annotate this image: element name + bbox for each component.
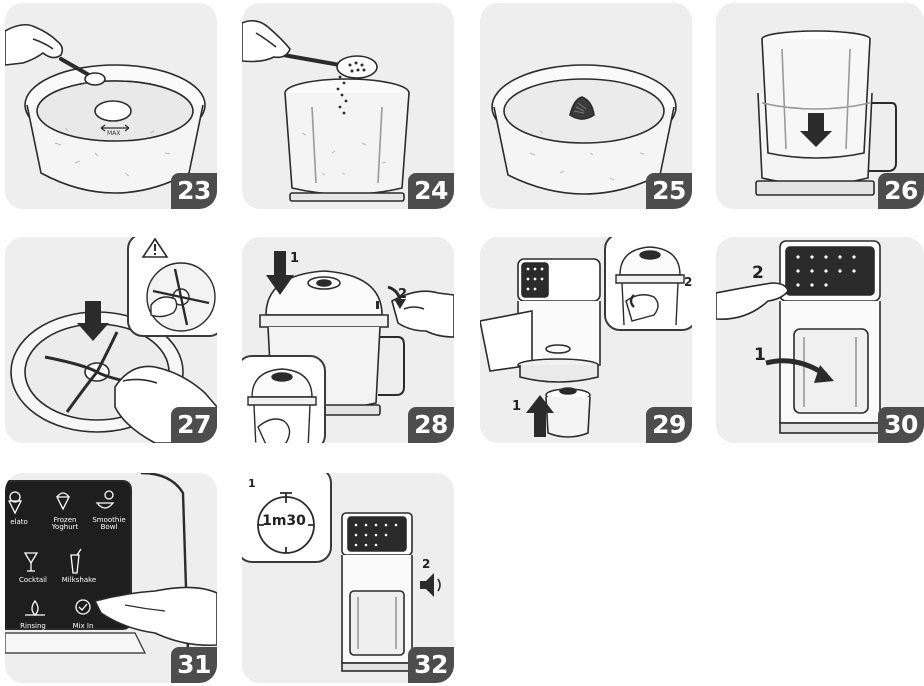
step-number-badge: 28	[408, 407, 454, 443]
callout-1: 1	[290, 251, 299, 266]
step-number-badge: 23	[171, 173, 217, 209]
callout-1: 1	[754, 345, 766, 365]
step-24-panel: 24	[242, 3, 454, 209]
program-label-milkshake: Milkshake	[57, 577, 101, 584]
step-number-badge: 29	[646, 407, 692, 443]
step-number-badge: 32	[408, 647, 454, 683]
step-number-badge: 24	[408, 173, 454, 209]
step-25-panel: 25	[480, 3, 692, 209]
callout-1: 1	[248, 477, 256, 490]
timer-value: 1m30	[258, 513, 310, 529]
callout-2: 2	[752, 263, 764, 283]
callout-1: 1	[512, 399, 521, 414]
step-number-badge: 26	[878, 173, 924, 209]
program-label-cocktail: Cocktail	[13, 577, 53, 584]
callout-2: 2	[422, 557, 430, 571]
step-number-badge: 27	[171, 407, 217, 443]
step-number-badge: 30	[878, 407, 924, 443]
step-32-panel: 1 1m30 2 32	[242, 473, 454, 683]
program-label-rinsing: Rinsing	[13, 623, 53, 630]
step-26-panel: 26	[716, 3, 924, 209]
warning-inset	[127, 237, 217, 337]
step-29-panel: 1 2 29	[480, 237, 692, 443]
step-23-panel: MAX 23	[5, 3, 217, 209]
callout-2: 2	[684, 275, 692, 289]
step-31-panel: elato Frozen Yoghurt Smoothie Bowl Cockt…	[5, 473, 217, 683]
step-number-badge: 25	[646, 173, 692, 209]
warning-triangle-icon	[143, 239, 167, 257]
step-number-badge: 31	[171, 647, 217, 683]
program-label-mix-in: Mix In	[63, 623, 103, 630]
scale-label: MAX	[107, 130, 120, 137]
program-label-frozen-yoghurt: Frozen Yoghurt	[43, 517, 87, 532]
program-label-gelato: elato	[5, 519, 37, 526]
lid-lock-inset	[242, 355, 326, 443]
step-30-panel: 2 1 30	[716, 237, 924, 443]
step-27-panel: 27	[5, 237, 217, 443]
step-28-panel: 1 2 28	[242, 237, 454, 443]
callout-2: 2	[398, 287, 407, 302]
program-label-smoothie-bowl: Smoothie Bowl	[87, 517, 131, 532]
speaker-sound-icon	[420, 573, 440, 597]
bowl-attach-inset	[604, 237, 692, 331]
